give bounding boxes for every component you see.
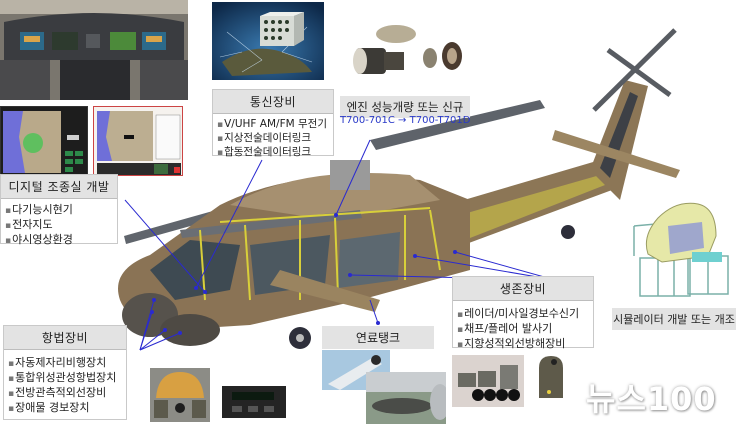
engine-upgrade-title: 엔진 성능개량 또는 신규 — [340, 96, 470, 118]
navigation-equipment-title: 항법장비 — [4, 326, 126, 350]
fuel-tank-title: 연료탱크 — [322, 326, 434, 349]
comms-item: 합동전술데이터링크 — [217, 146, 329, 160]
moving-map-display-1 — [0, 106, 88, 176]
digital-cockpit-box: 디지털 조종실 개발 다기능시현기 전자지도 야시영상환경 — [0, 174, 118, 246]
survival-equipment-box: 생존장비 레이더/미사일경보수신기 채프/플레어 발사기 지향성적외선방해장비 — [452, 276, 594, 350]
comms-equipment-title: 통신장비 — [213, 90, 333, 114]
watermark-logo: 뉴스100 — [586, 380, 717, 418]
simulator-image — [628, 196, 732, 300]
survival-item: 채프/플레어 발사기 — [457, 322, 589, 337]
fuel-tank-photo-2 — [366, 372, 446, 424]
navigation-item: 자동제자리비행장치 — [8, 356, 122, 371]
helicopter-cutaway-illustration — [100, 20, 738, 350]
engine-model-detail: T700-701C → T700-T701D — [340, 115, 471, 126]
navigation-item: 통합위성관성항법장치 — [8, 371, 122, 386]
countermeasure-sensors-photo — [452, 355, 524, 407]
comms-item: 지상전술데이터링크 — [217, 132, 329, 146]
digital-cockpit-title: 디지털 조종실 개발 — [1, 175, 117, 199]
dircm-turret-photo — [536, 354, 566, 402]
navigation-item: 전방관측적외선장비 — [8, 386, 122, 401]
cockpit-item: 야시영상환경 — [5, 233, 113, 248]
comms-equipment-box: 통신장비 V/UHF AM/FM 무전기 지상전술데이터링크 합동전술데이터링크 — [212, 89, 334, 158]
radar-altimeter-photo — [150, 368, 210, 422]
engine-modules-image — [344, 8, 468, 88]
avionics-control-unit-photo — [220, 382, 290, 420]
navigation-equipment-box: 항법장비 자동제자리비행장치 통합위성관성항법장치 전방관측적외선장비 장애물 … — [3, 325, 127, 420]
survival-item: 지향성적외선방해장비 — [457, 337, 589, 352]
survival-item: 레이더/미사일경보수신기 — [457, 307, 589, 322]
simulator-title: 시뮬레이터 개발 또는 개조 — [612, 308, 736, 330]
datalink-network-image — [212, 2, 324, 80]
survival-equipment-title: 생존장비 — [453, 277, 593, 301]
cockpit-photo — [0, 0, 188, 100]
navigation-item: 장애물 경보장치 — [8, 401, 122, 416]
moving-map-display-2 — [93, 106, 183, 176]
cockpit-item: 다기능시현기 — [5, 203, 113, 218]
comms-item: V/UHF AM/FM 무전기 — [217, 118, 329, 132]
cockpit-item: 전자지도 — [5, 218, 113, 233]
